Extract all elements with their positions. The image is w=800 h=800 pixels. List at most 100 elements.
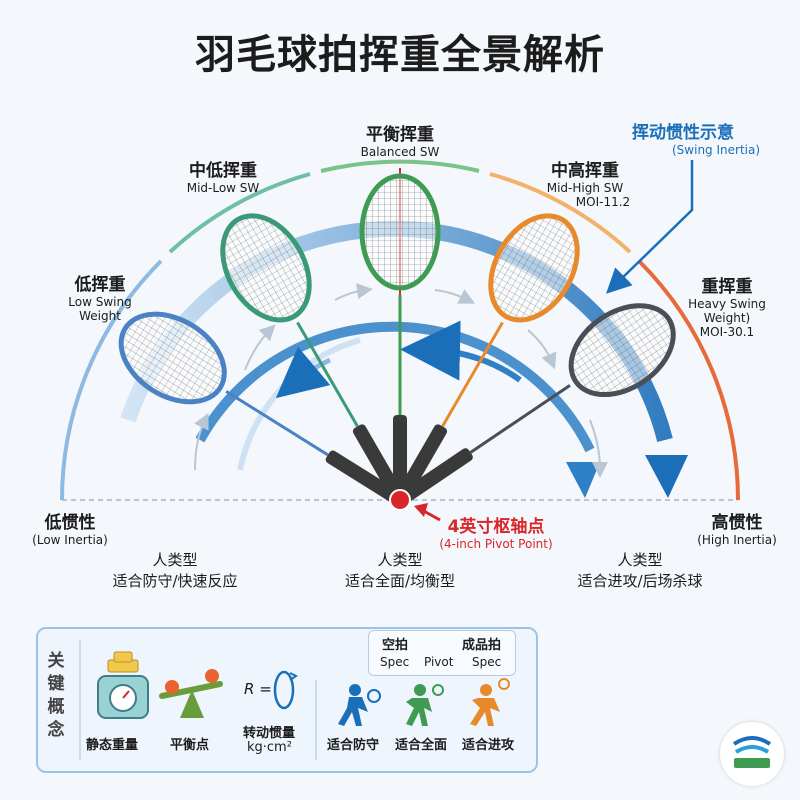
- label-heavy-sw-zh: 重挥重: [701, 277, 753, 297]
- moi-label: 转动惯量: [243, 726, 296, 741]
- player-type-attack: 人类型 适合进攻/后场杀球: [540, 550, 740, 592]
- racket-frame: [568, 303, 676, 398]
- player-type-defense-l2: 适合防守/快速反应: [112, 572, 238, 590]
- racket-grip: [397, 448, 473, 505]
- moi-unit: kg·cm²: [247, 740, 292, 755]
- outer-arc-heavy: [637, 259, 740, 501]
- flow-arrow: [434, 289, 476, 304]
- pivot-pointer-head: [414, 503, 428, 517]
- racket-frame: [359, 173, 441, 291]
- spec-left-zh: 空拍: [382, 638, 409, 653]
- label-high-inertia: 高惯性 (High Inertia): [682, 508, 792, 547]
- label-heavy-sw-en3: MOI-30.1: [699, 325, 755, 339]
- label-high-inertia-en: (High Inertia): [697, 533, 777, 547]
- inner-arc-left2: [275, 346, 332, 399]
- outer-arc-midhigh: [489, 172, 632, 254]
- legend-arrow-label: 挥动惯性示意 (Swing Inertia): [632, 118, 782, 157]
- racket-balanced-sw: [359, 173, 441, 500]
- label-midlow-sw: 中低挥重 Mid-Low SW: [168, 156, 278, 195]
- page-title: 羽毛球拍挥重全景解析: [195, 32, 605, 78]
- label-pivot: 4英寸枢轴点 (4-inch Pivot Point): [416, 512, 576, 551]
- legend-arrow-zh: 挥动惯性示意: [632, 123, 734, 143]
- spec-left-en: Spec: [380, 655, 410, 669]
- label-low-sw-zh: 低挥重: [74, 275, 126, 295]
- player-type-attack-l2: 适合进攻/后场杀球: [577, 572, 703, 590]
- label-midhigh-sw-en2: MOI-11.2: [575, 195, 631, 209]
- player-type-defense-l1: 人类型: [152, 551, 198, 569]
- inner-swing-arc: [195, 321, 595, 453]
- label-heavy-sw: 重挥重 Heavy Swing Weight) MOI-30.1: [672, 272, 782, 339]
- racket-shaft: [469, 384, 571, 454]
- label-low-inertia-en: (Low Inertia): [32, 533, 108, 547]
- outer-arc-balanced: [320, 159, 480, 173]
- rackets-group: [118, 173, 676, 505]
- player-type-attack-l1: 人类型: [617, 551, 663, 569]
- racket-shaft: [296, 321, 359, 428]
- player-label-allround: 适合全面: [395, 738, 448, 753]
- label-heavy-sw-en2: Weight): [703, 311, 751, 325]
- label-pivot-zh: 4英寸枢轴点: [447, 517, 545, 537]
- swing-inertia-arc-head: [645, 455, 688, 498]
- racket-low-sw: [118, 311, 403, 505]
- racket-grip: [325, 450, 403, 505]
- player-label-defense: 适合防守: [327, 738, 380, 753]
- player-type-allround-l2: 适合全面/均衡型: [344, 572, 456, 590]
- racket-grip: [393, 415, 407, 500]
- racket-midlow-sw: [220, 213, 405, 503]
- label-balanced-sw: 平衡挥重 Balanced SW: [340, 120, 460, 159]
- racket-frame: [488, 213, 580, 323]
- racket-heavy-sw: [397, 303, 676, 505]
- inner-arc-return: [400, 320, 522, 383]
- outer-arc-low: [60, 259, 163, 501]
- racket-shaft: [441, 321, 504, 428]
- racket-frame: [118, 311, 227, 405]
- label-low-inertia-zh: 低惯性: [44, 513, 96, 533]
- flow-arrow: [589, 419, 608, 478]
- label-high-inertia-zh: 高惯性: [711, 513, 763, 533]
- flow-arrow: [527, 329, 557, 370]
- label-midlow-sw-zh: 中低挥重: [189, 161, 257, 181]
- spec-mid-en: Pivot: [424, 655, 454, 669]
- label-midhigh-sw-en1: Mid-High SW: [546, 181, 624, 195]
- label-low-sw: 低挥重 Low Swing Weight: [50, 270, 150, 323]
- label-low-inertia: 低惯性 (Low Inertia): [20, 508, 120, 547]
- racket-grip: [352, 424, 405, 503]
- static-weight-label: 静态重量: [86, 738, 139, 753]
- racket-strings: [571, 305, 674, 395]
- flow-arrow: [334, 283, 373, 301]
- flow-arrow: [244, 324, 276, 371]
- moi-formula: R =: [244, 680, 272, 698]
- pivot-point: [389, 489, 411, 511]
- racket-midhigh-sw: [395, 213, 580, 503]
- racket-strings: [121, 314, 225, 402]
- racket-shaft: [225, 390, 329, 457]
- label-low-sw-en2: Weight: [79, 309, 121, 323]
- key-concepts-heading: 关键概念: [47, 651, 65, 740]
- legend-pointer: [606, 160, 694, 294]
- label-midhigh-sw: 中高挥重 Mid-High SW MOI-11.2: [525, 156, 645, 209]
- brand-logo: [720, 722, 784, 786]
- label-pivot-en: (4-inch Pivot Point): [439, 537, 553, 551]
- label-heavy-sw-en1: Heavy Swing: [688, 297, 766, 311]
- label-low-sw-en1: Low Swing: [68, 295, 132, 309]
- label-balanced-sw-en1: Balanced SW: [360, 145, 440, 159]
- racket-strings: [222, 215, 310, 320]
- legend-arrow-en: (Swing Inertia): [672, 143, 761, 157]
- player-type-allround: 人类型 适合全面/均衡型: [300, 550, 500, 592]
- balance-point-label: 平衡点: [170, 738, 210, 753]
- inner-arc-left: [237, 337, 361, 471]
- player-label-attack: 适合进攻: [462, 738, 515, 753]
- spec-right-en: Spec: [472, 655, 502, 669]
- racket-strings: [362, 176, 438, 288]
- spec-right-zh: 成品拍: [462, 638, 502, 653]
- label-balanced-sw-zh: 平衡挥重: [366, 125, 434, 145]
- player-type-allround-l1: 人类型: [377, 551, 423, 569]
- flow-arrow: [194, 412, 209, 471]
- racket-frame: [220, 213, 312, 323]
- brand-logo-icon: [732, 736, 772, 768]
- outer-arc-midlow: [168, 172, 311, 254]
- player-type-defense: 人类型 适合防守/快速反应: [75, 550, 275, 592]
- inner-swing-arc-head: [566, 462, 600, 498]
- spec-box: [368, 630, 516, 676]
